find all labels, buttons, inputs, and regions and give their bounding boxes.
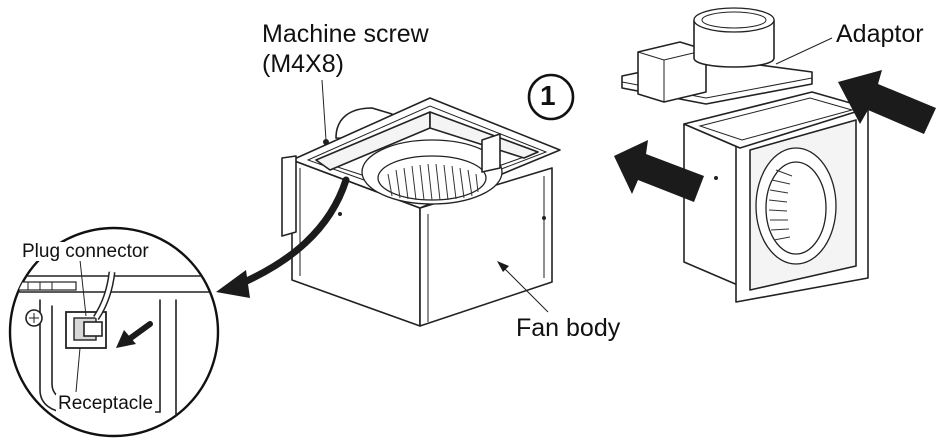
fan-body-leader bbox=[497, 261, 549, 313]
adaptor-illustration bbox=[621, 7, 813, 105]
block-arrow-icon bbox=[614, 140, 704, 202]
step-number: 1 bbox=[540, 80, 556, 111]
fan-body-label: Fan body bbox=[516, 314, 621, 342]
plug-detail-callout bbox=[8, 226, 220, 438]
fan-body-illustration bbox=[281, 97, 561, 327]
machine-screw-leader bbox=[321, 79, 327, 141]
blower-wheel-icon bbox=[387, 163, 479, 201]
plug-connector-label: Plug connector bbox=[20, 241, 151, 262]
blower-wheel-icon bbox=[768, 169, 793, 241]
pull-arrow-icon bbox=[116, 321, 153, 348]
right-fan-illustration bbox=[683, 91, 869, 303]
step-marker bbox=[527, 73, 575, 121]
block-arrow-icon bbox=[838, 70, 936, 134]
machine-screw-size-label: (M4X8) bbox=[262, 50, 344, 78]
adaptor-label: Adaptor bbox=[836, 20, 924, 48]
curved-arrow-icon bbox=[216, 176, 350, 298]
machine-screw-label: Machine screw bbox=[262, 20, 429, 48]
receptacle-label: Receptacle bbox=[56, 393, 156, 414]
adaptor-leader bbox=[775, 37, 833, 65]
